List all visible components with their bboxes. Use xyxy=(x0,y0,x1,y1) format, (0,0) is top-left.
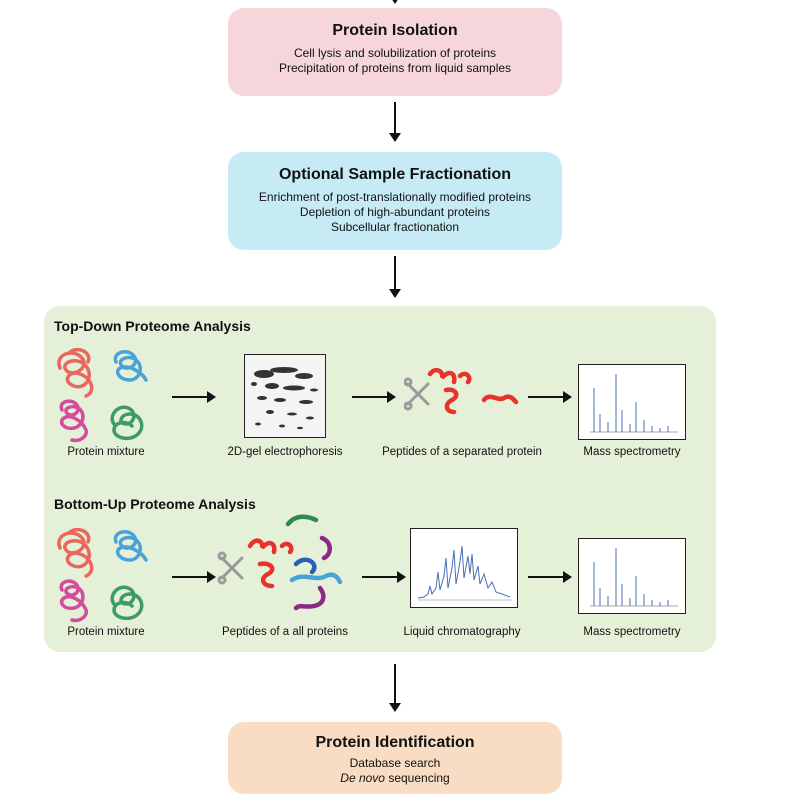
arrow-analysis-to-identification xyxy=(389,664,401,712)
arrow-into-isolation xyxy=(389,0,401,4)
identification-line-denovo: De novo sequencing xyxy=(228,771,562,786)
arrow-isolation-to-fractionation xyxy=(389,102,401,142)
peptide-fragment xyxy=(443,387,459,415)
caption-gel-electrophoresis: 2D-gel electrophoresis xyxy=(227,446,343,458)
mass-spectrum-image xyxy=(578,364,686,440)
fractionation-line: Depletion of high-abundant proteins xyxy=(299,205,491,219)
peptide-fragment xyxy=(247,538,277,555)
sample-fractionation-title: Optional Sample Fractionation xyxy=(278,166,512,183)
caption-all-proteins-peptides: Peptides of a all proteins xyxy=(222,626,348,638)
top-down-title: Top-Down Proteome Analysis xyxy=(54,318,251,334)
peptide-fragment xyxy=(481,394,519,405)
de-novo-emphasis: De novo xyxy=(340,771,385,785)
scissors-icon xyxy=(217,551,244,585)
mass-spectrum-image xyxy=(578,538,686,614)
bottom-up-title: Bottom-Up Proteome Analysis xyxy=(54,496,256,512)
protein-isolation-box: Protein Isolation Cell lysis and solubil… xyxy=(228,8,562,96)
sample-fractionation-box: Optional Sample Fractionation Enrichment… xyxy=(228,152,562,250)
protein-mixture-illustration xyxy=(57,347,148,443)
caption-td-protein-mixture: Protein mixture xyxy=(67,446,145,458)
protein-coil-pink xyxy=(59,579,89,623)
separated-protein-peptides-illustration xyxy=(404,367,519,415)
scissors-icon xyxy=(404,377,430,411)
protein-coil-pink xyxy=(59,399,89,443)
protein-identification-title: Protein Identification xyxy=(315,734,475,751)
peptide-fragment xyxy=(285,514,319,527)
peptide-fragment xyxy=(293,557,317,575)
caption-bu-protein-mixture: Protein mixture xyxy=(67,626,145,638)
peptide-fragment xyxy=(279,541,294,555)
all-proteins-peptides-illustration xyxy=(217,514,343,611)
peptide-fragment xyxy=(257,561,275,589)
isolation-line: Precipitation of proteins from liquid sa… xyxy=(278,61,512,75)
arrow-fractionation-to-analysis xyxy=(389,256,401,298)
proteome-analysis-panel: Top-Down Proteome Analysis Bottom-Up Pro… xyxy=(44,306,716,652)
protein-identification-box: Protein Identification Database search D… xyxy=(228,722,562,794)
identification-line: Database search xyxy=(349,756,441,770)
sequencing-text: sequencing xyxy=(384,771,450,785)
arrow-bu-1 xyxy=(172,571,216,583)
caption-td-mass-spectrometry: Mass spectrometry xyxy=(583,446,681,458)
fractionation-line: Subcellular fractionation xyxy=(330,220,460,234)
fractionation-line: Enrichment of post-translationally modif… xyxy=(258,190,532,204)
arrow-td-2 xyxy=(352,391,396,403)
arrow-td-1 xyxy=(172,391,216,403)
arrow-td-3 xyxy=(528,391,572,403)
isolation-line: Cell lysis and solubilization of protein… xyxy=(293,46,497,60)
protein-coil-green xyxy=(110,405,144,441)
peptide-fragment xyxy=(289,572,343,585)
protein-coil-green xyxy=(110,585,144,621)
peptide-fragment xyxy=(427,367,457,385)
protein-mixture-illustration xyxy=(57,527,148,623)
caption-bu-mass-spectrometry: Mass spectrometry xyxy=(583,626,681,638)
peptide-fragment xyxy=(457,371,472,385)
peptide-fragment xyxy=(319,535,332,561)
gel-electrophoresis-image xyxy=(244,354,326,438)
arrow-bu-3 xyxy=(528,571,572,583)
caption-separated-protein-peptides: Peptides of a separated protein xyxy=(382,446,542,458)
protein-coil-red xyxy=(57,527,94,578)
caption-liquid-chromatography: Liquid chromatography xyxy=(403,626,521,638)
liquid-chromatogram-image xyxy=(410,528,518,608)
protein-coil-blue xyxy=(113,350,148,382)
protein-coil-blue xyxy=(113,530,148,562)
arrow-bu-2 xyxy=(362,571,406,583)
protein-coil-red xyxy=(57,347,94,398)
protein-isolation-title: Protein Isolation xyxy=(332,22,458,39)
peptide-fragment xyxy=(293,585,326,611)
